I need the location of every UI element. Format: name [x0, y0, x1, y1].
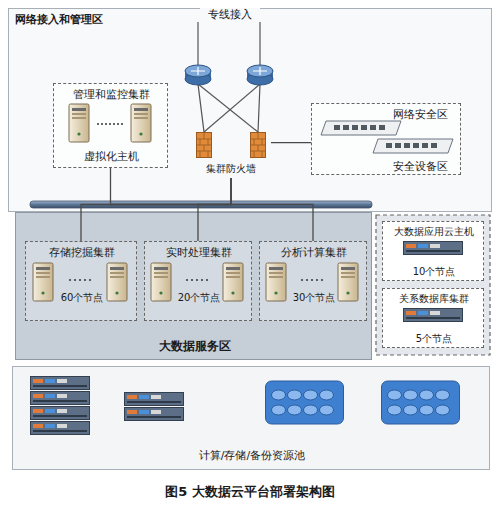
- rack-server-icon: [404, 242, 463, 255]
- network-link: [198, 178, 231, 241]
- figure-caption: 图5 大数据云平台部署架构图: [0, 484, 500, 500]
- access-line: [197, 22, 198, 66]
- dot: [117, 123, 119, 125]
- dot: [105, 123, 107, 125]
- dot: [74, 279, 76, 281]
- server-icon: [338, 263, 358, 301]
- dot: [69, 279, 71, 281]
- firewall-icon: [197, 133, 212, 158]
- dot: [206, 279, 208, 281]
- switch-icon: [373, 139, 453, 153]
- cluster-box: 关系数据库集群 5个节点: [382, 288, 484, 348]
- zone-band: 大数据服务区 存储挖掘集群 60个节点 实时处理集群 20个节点 分析计算集群 30个节点: [15, 212, 372, 360]
- node-title: 管理和监控集群: [54, 88, 169, 101]
- storage-array: [382, 381, 460, 424]
- node-note: 5个节点: [383, 333, 485, 345]
- dot: [316, 279, 318, 281]
- router-link: [198, 84, 204, 132]
- cluster-box: 分析计算集群 30个节点: [259, 241, 367, 321]
- node-title: 网络接入和管理区: [15, 13, 155, 26]
- dot: [79, 279, 81, 281]
- server-icon: [151, 263, 171, 301]
- dot: [109, 123, 111, 125]
- node-title: 集群防火墙: [191, 163, 271, 175]
- network-link: [81, 178, 231, 241]
- router-link: [198, 84, 258, 132]
- node-note: 60个节点: [57, 292, 107, 304]
- server-icon: [131, 104, 151, 142]
- network-link: [231, 178, 313, 241]
- rack-server-icon: [31, 407, 90, 420]
- dot: [306, 279, 308, 281]
- network-bus: [30, 201, 372, 208]
- switch-icon: [321, 121, 401, 135]
- node-title: 大数据应用云主机: [383, 226, 485, 238]
- node-title: 计算/存储/备份资源池: [13, 449, 491, 462]
- node-title: 网络安全区: [382, 108, 458, 121]
- firewall-icon: [251, 133, 266, 158]
- dot: [191, 279, 193, 281]
- network-link: [271, 142, 311, 143]
- server-icon: [223, 263, 243, 301]
- dot: [201, 279, 203, 281]
- dot: [121, 123, 123, 125]
- dot: [196, 279, 198, 281]
- server-icon: [33, 263, 53, 301]
- dot: [89, 279, 91, 281]
- cluster-box: 存储挖掘集群 60个节点: [25, 241, 137, 321]
- node-title: 实时处理集群: [145, 246, 253, 259]
- storage-array: [266, 381, 344, 424]
- router-icon: [247, 65, 273, 85]
- rack-server-icon: [31, 392, 90, 405]
- dot: [101, 123, 103, 125]
- pool-band: 计算/存储/备份资源池: [12, 366, 490, 470]
- cluster-box: 实时处理集群 20个节点: [144, 241, 252, 321]
- node-note: 30个节点: [289, 292, 339, 304]
- network-link: [111, 168, 232, 205]
- rack-server-icon: [125, 408, 184, 421]
- rack-server-icon: [31, 377, 90, 390]
- rack-server-icon: [404, 309, 463, 322]
- server-icon: [107, 263, 127, 301]
- host-group-frame: [376, 215, 490, 355]
- host-box: 大数据应用云主机 10个节点: [382, 221, 484, 281]
- dot: [84, 279, 86, 281]
- dot: [97, 123, 99, 125]
- node-title: 大数据服务区: [16, 339, 373, 353]
- router-link: [204, 84, 260, 132]
- node-note: 10个节点: [383, 266, 485, 278]
- node-note: 虚拟化主机: [54, 150, 169, 163]
- zone-band: 网络接入和管理区管理和监控集群虚拟化主机网络安全区安全设备区集群防火墙: [8, 8, 492, 212]
- dot: [321, 279, 323, 281]
- dot: [311, 279, 313, 281]
- ellipsis-dots: [69, 279, 323, 281]
- cluster-box: 管理和监控集群虚拟化主机: [53, 83, 168, 168]
- rack-server-icon: [125, 393, 184, 406]
- firewall-group: 集群防火墙: [191, 133, 271, 178]
- dot: [113, 123, 115, 125]
- access-line: [259, 22, 260, 66]
- dot: [301, 279, 303, 281]
- node-title: 分析计算集群: [260, 246, 368, 259]
- zone-box: 网络安全区安全设备区: [311, 103, 461, 175]
- server-icon: [266, 263, 286, 301]
- node-note: 20个节点: [174, 292, 224, 304]
- ellipsis-dots: [97, 123, 123, 125]
- rack-server-icon: [31, 422, 90, 435]
- router-icon: [185, 65, 211, 85]
- dot: [186, 279, 188, 281]
- node-note: 安全设备区: [382, 160, 458, 173]
- node-title: 存储挖掘集群: [26, 246, 138, 259]
- node-title: 关系数据库集群: [383, 293, 485, 305]
- server-icon: [69, 104, 89, 142]
- router-link: [258, 84, 260, 132]
